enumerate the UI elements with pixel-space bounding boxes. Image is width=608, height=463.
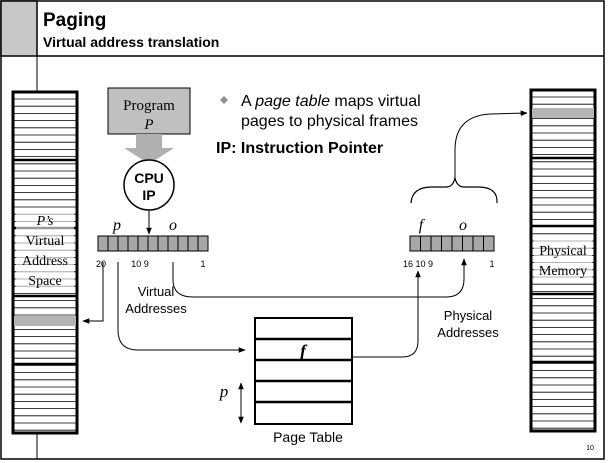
page-to-table-arrow [117, 262, 246, 353]
address-bit-cell [462, 235, 474, 252]
slide-number: 10 [586, 445, 594, 452]
svg-text:Addresses: Addresses [125, 301, 187, 316]
svg-text:Virtual: Virtual [138, 284, 175, 299]
svg-text:1: 1 [489, 259, 494, 269]
virtual-address-register: p o 20 10 9 1 Virtual Addresses [96, 217, 209, 316]
header-gray-block [0, 0, 38, 57]
svg-text:1: 1 [200, 259, 205, 269]
svg-text:P: P [143, 117, 153, 133]
svg-text:Program: Program [123, 98, 175, 114]
svg-text:P’s: P’s [36, 214, 54, 229]
page-index-p: p [219, 382, 244, 424]
physical-memory-label: Physical Memory [534, 240, 592, 280]
svg-text:Addresses: Addresses [437, 325, 499, 340]
svg-text:Address: Address [22, 254, 68, 269]
svg-text:pages to physical frames: pages to physical frames [241, 113, 418, 130]
address-bit-cell [420, 235, 432, 252]
page-table-caption: Page Table [273, 429, 343, 445]
page-table: f Page Table [254, 317, 353, 445]
svg-text:Virtual: Virtual [26, 234, 65, 249]
address-to-frame-arrow [454, 110, 528, 178]
address-bit-cell [157, 235, 169, 252]
svg-text:Memory: Memory [539, 264, 587, 279]
address-bit-cell [197, 235, 209, 252]
bullet-diamond-icon [220, 96, 228, 104]
address-bit-cell [147, 235, 159, 252]
address-bit-cell [177, 235, 189, 252]
svg-text:Space: Space [28, 274, 61, 289]
svg-text:IP: IP [142, 187, 155, 203]
page-to-virtual-space-arrow [82, 262, 104, 324]
virtual-page-highlight [14, 316, 76, 326]
address-bit-cell [117, 235, 129, 252]
slide-title: Paging [43, 10, 106, 31]
svg-text:Physical: Physical [539, 244, 587, 259]
address-bit-cell [187, 235, 199, 252]
address-bit-cell [472, 235, 484, 252]
address-bit-cell [409, 235, 421, 252]
program-to-cpu-arrow [124, 134, 174, 164]
program-box: Program P [107, 87, 191, 135]
svg-text:p: p [112, 217, 121, 234]
cpu-circle: CPU IP [123, 159, 175, 211]
physical-frame-highlight [532, 108, 594, 118]
address-bit-cell [483, 235, 495, 252]
svg-text:o: o [169, 217, 177, 234]
svg-text:10 9: 10 9 [131, 259, 149, 269]
address-bit-cell [107, 235, 119, 252]
svg-text:Physical: Physical [444, 308, 493, 323]
svg-text:p: p [219, 382, 229, 401]
page-table-entry-f: f [300, 341, 308, 361]
address-bit-cell [451, 235, 463, 252]
ip-note: IP: Instruction Pointer [216, 140, 383, 157]
address-bit-cell [430, 235, 442, 252]
bullet-point: A page table maps virtual pages to physi… [220, 93, 421, 130]
physical-address-brace [410, 177, 498, 204]
address-bit-cell [167, 235, 179, 252]
virtual-space-label: P’s Virtual Address Space [16, 212, 74, 292]
svg-text:f: f [419, 217, 426, 234]
offset-copy-arrow [172, 258, 467, 298]
table-to-frame-arrow [352, 270, 421, 358]
address-bit-cell [127, 235, 139, 252]
physical-address-register: f o 16 10 9 1 Physical Addresses [403, 217, 499, 340]
svg-text:CPU: CPU [134, 170, 164, 186]
address-bit-cell [137, 235, 149, 252]
svg-text:o: o [459, 217, 467, 234]
virtual-address-space: P’s Virtual Address Space [11, 90, 79, 435]
svg-text:A page table maps virtual: A page table maps virtual [241, 93, 421, 110]
slide-subtitle: Virtual address translation [43, 34, 219, 50]
address-bit-cell [441, 235, 453, 252]
svg-text:20: 20 [96, 259, 106, 269]
physical-memory: Physical Memory [529, 88, 597, 433]
svg-text:16 10 9: 16 10 9 [403, 259, 433, 269]
address-bit-cell [97, 235, 109, 252]
